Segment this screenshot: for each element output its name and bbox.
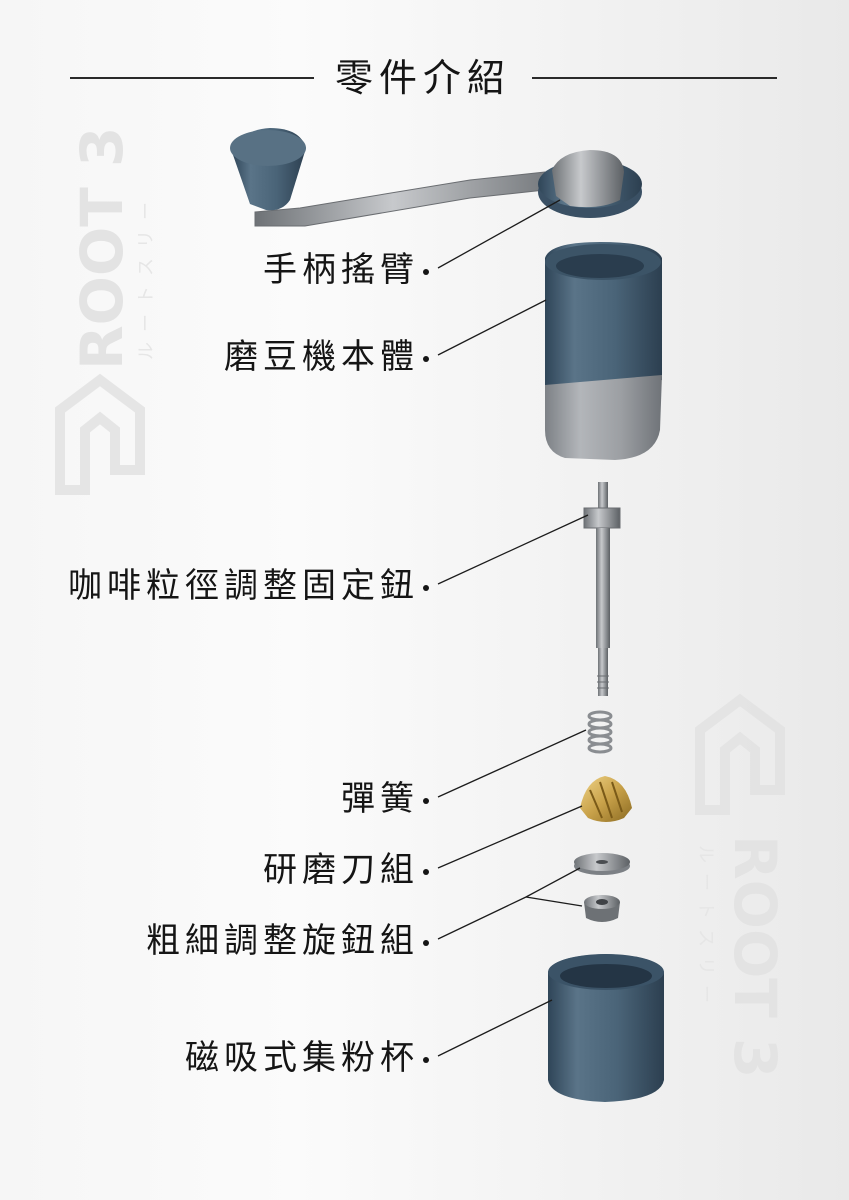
grind-set (574, 853, 630, 875)
label-catch-cup: 磁吸式集粉杯 (185, 1038, 429, 1078)
leader-line-body (437, 299, 547, 356)
leader-line-cup (437, 999, 553, 1057)
leader-line-adjust (437, 867, 581, 940)
title-rule-left (70, 77, 314, 79)
leader-line-shaft (437, 514, 589, 585)
bullet-dot (423, 585, 429, 591)
adjustment-knob (584, 895, 620, 922)
watermark-sub-left: ルートスリー (136, 192, 157, 360)
leader-line-spring (437, 729, 587, 798)
watermark-brand-right: ROOT 3 (721, 835, 789, 1078)
watermark-sub-right: ルートスリー (695, 845, 716, 1013)
catch-cup (548, 954, 664, 1102)
bullet-dot (423, 869, 429, 875)
label-text: 咖啡粒徑調整固定鈕 (68, 566, 419, 606)
label-text: 彈簧 (341, 779, 419, 819)
label-grinder-body: 磨豆機本體 (224, 337, 429, 377)
label-text: 磨豆機本體 (224, 337, 419, 377)
title-rule-right (532, 77, 777, 79)
watermark-logo-left (55, 373, 145, 495)
watermark-brand-left: ROOT 3 (68, 127, 136, 370)
spring (587, 710, 613, 754)
label-text: 手柄搖臂 (263, 250, 419, 290)
grinder-body (545, 242, 662, 460)
leader-line-handle (437, 199, 561, 269)
bullet-dot (423, 940, 429, 946)
label-fixing-knob: 咖啡粒徑調整固定鈕 (68, 566, 429, 606)
label-text: 粗細調整旋鈕組 (146, 921, 419, 961)
bullet-dot (423, 269, 429, 275)
bullet-dot (423, 1057, 429, 1063)
header: 零件介紹 (0, 48, 849, 108)
label-text: 磁吸式集粉杯 (185, 1038, 419, 1078)
adjustment-shaft (583, 482, 621, 696)
leader-line-burr (437, 805, 583, 869)
bullet-dot (423, 798, 429, 804)
crank-handle (230, 128, 642, 227)
label-burr-set: 研磨刀組 (263, 850, 429, 890)
bullet-dot (423, 356, 429, 362)
page-title: 零件介紹 (334, 56, 511, 100)
label-spring: 彈簧 (341, 779, 429, 819)
label-adjust-knob-set: 粗細調整旋鈕組 (146, 921, 429, 961)
label-text: 研磨刀組 (263, 850, 419, 890)
watermark-logo-right (695, 693, 785, 815)
label-handle-arm: 手柄搖臂 (263, 250, 429, 290)
leader-line-adjust-branch (525, 896, 583, 907)
burr (580, 776, 632, 822)
